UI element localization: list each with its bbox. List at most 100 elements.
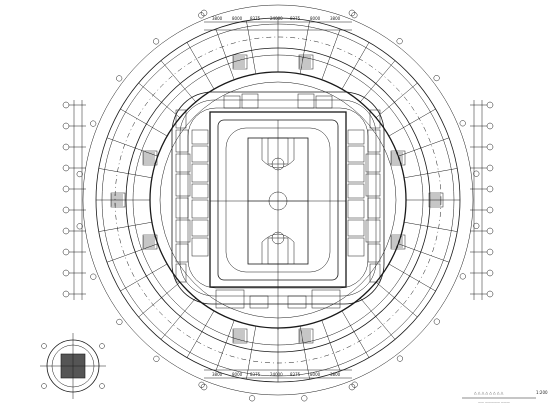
- room: [175, 243, 189, 263]
- radial-line: [246, 20, 257, 74]
- radial-line: [120, 263, 168, 292]
- ring-axis-bubbles: [76, 12, 480, 402]
- ring-axis-bubble: [90, 273, 97, 280]
- stair-hatch: [110, 192, 126, 208]
- axis-bubble: [486, 164, 494, 172]
- title-block: △ △ △ △ △ △ △ △ —— ————— ——— 1:200: [462, 390, 548, 404]
- stair-hatch: [298, 328, 314, 344]
- room: [347, 183, 365, 199]
- ring-axis-bubble: [396, 355, 403, 362]
- axis-bubble: [486, 122, 494, 130]
- stair-hatches: [110, 54, 444, 344]
- radial-line: [215, 28, 235, 80]
- radial-line: [98, 168, 152, 179]
- room: [191, 163, 209, 183]
- radial-line: [388, 108, 436, 137]
- room: [249, 295, 269, 309]
- axis-bubble: [486, 269, 494, 277]
- stair-hatch: [428, 192, 444, 208]
- radial-line: [360, 60, 396, 103]
- bottom-dim-5: 8375: [290, 372, 301, 377]
- axis-bubble: [486, 227, 494, 235]
- room: [175, 153, 191, 173]
- ring-axis-bubble: [351, 381, 358, 388]
- room: [315, 95, 333, 109]
- top-dim-7: 3800: [330, 16, 341, 21]
- axis-bubble: [486, 248, 494, 256]
- ring-axis-bubble: [433, 75, 440, 82]
- radial-line: [186, 42, 215, 90]
- ring-axis-bubble: [198, 381, 205, 388]
- bottom-dim-3: 8375: [250, 372, 261, 377]
- ring-axis-bubble: [473, 170, 480, 177]
- stair-hatch: [298, 54, 314, 70]
- room: [191, 219, 209, 237]
- axis-bubble: [486, 101, 494, 109]
- ring-axis-bubble: [396, 38, 403, 45]
- ring-axis-bubble: [76, 171, 83, 178]
- room: [369, 109, 381, 129]
- room: [175, 263, 187, 283]
- room: [365, 153, 381, 173]
- radial-line: [160, 297, 196, 340]
- room: [347, 163, 365, 183]
- room: [223, 95, 241, 109]
- ring-axis-bubble: [116, 75, 123, 82]
- top-dim-1: 3800: [212, 16, 223, 21]
- room: [175, 129, 189, 153]
- basketball-court: [210, 119, 346, 330]
- radial-line: [341, 42, 370, 90]
- bottom-dimension-chain: 3800 8000 8375 24000 8375 8000 3800: [200, 369, 356, 391]
- stair-hatch: [142, 150, 158, 166]
- stair-hatch: [232, 328, 248, 344]
- ring-axis-bubble: [76, 223, 83, 230]
- stair-hatch: [142, 234, 158, 250]
- ring-axis-bubble: [90, 120, 97, 127]
- axis-bubble: [62, 248, 70, 256]
- drawing-title: △ △ △ △ △ △ △ △: [474, 391, 504, 395]
- radial-line: [375, 282, 418, 318]
- top-dim-6: 8000: [310, 16, 321, 21]
- key-plan: [40, 333, 106, 399]
- ring-axis-bubble: [473, 222, 480, 229]
- ring-axis-bubble: [459, 120, 466, 127]
- room-partitions: [175, 93, 381, 309]
- axis-bubble: [62, 101, 70, 109]
- left-dimension-ladder: [73, 100, 83, 300]
- radial-line: [138, 282, 181, 318]
- scale-label: 1:200: [536, 390, 548, 395]
- bottom-dim-1: 3800: [212, 372, 223, 377]
- top-dim-4: 24000: [270, 16, 283, 21]
- room: [175, 109, 187, 129]
- radial-line: [398, 243, 450, 263]
- axis-bubble: [486, 206, 494, 214]
- room: [347, 219, 365, 237]
- room: [175, 197, 189, 219]
- ring-axis-bubble: [351, 12, 358, 19]
- room: [369, 263, 381, 283]
- axis-bubble: [62, 206, 70, 214]
- axis-bubble: [62, 164, 70, 172]
- room: [191, 237, 209, 257]
- radial-line: [98, 221, 152, 232]
- room: [365, 219, 381, 243]
- radial-line: [388, 263, 436, 292]
- room: [215, 289, 245, 309]
- ring-axis-bubble: [198, 12, 205, 19]
- right-dimension-ladder: [473, 100, 483, 300]
- axis-bubble: [62, 185, 70, 193]
- room: [347, 129, 365, 145]
- room: [367, 197, 381, 219]
- bottom-dim-7: 3800: [330, 372, 341, 377]
- axis-bubble: [62, 122, 70, 130]
- top-dim-5: 8375: [290, 16, 301, 21]
- axis-bubbles: [62, 101, 494, 298]
- bottom-dim-6: 8000: [310, 372, 321, 377]
- ring-axis-bubble: [249, 395, 256, 402]
- room: [311, 289, 341, 309]
- ring-axis-bubble: [301, 395, 308, 402]
- room: [287, 295, 307, 309]
- room: [175, 173, 191, 197]
- axis-bubble: [486, 143, 494, 151]
- radial-line: [404, 168, 458, 179]
